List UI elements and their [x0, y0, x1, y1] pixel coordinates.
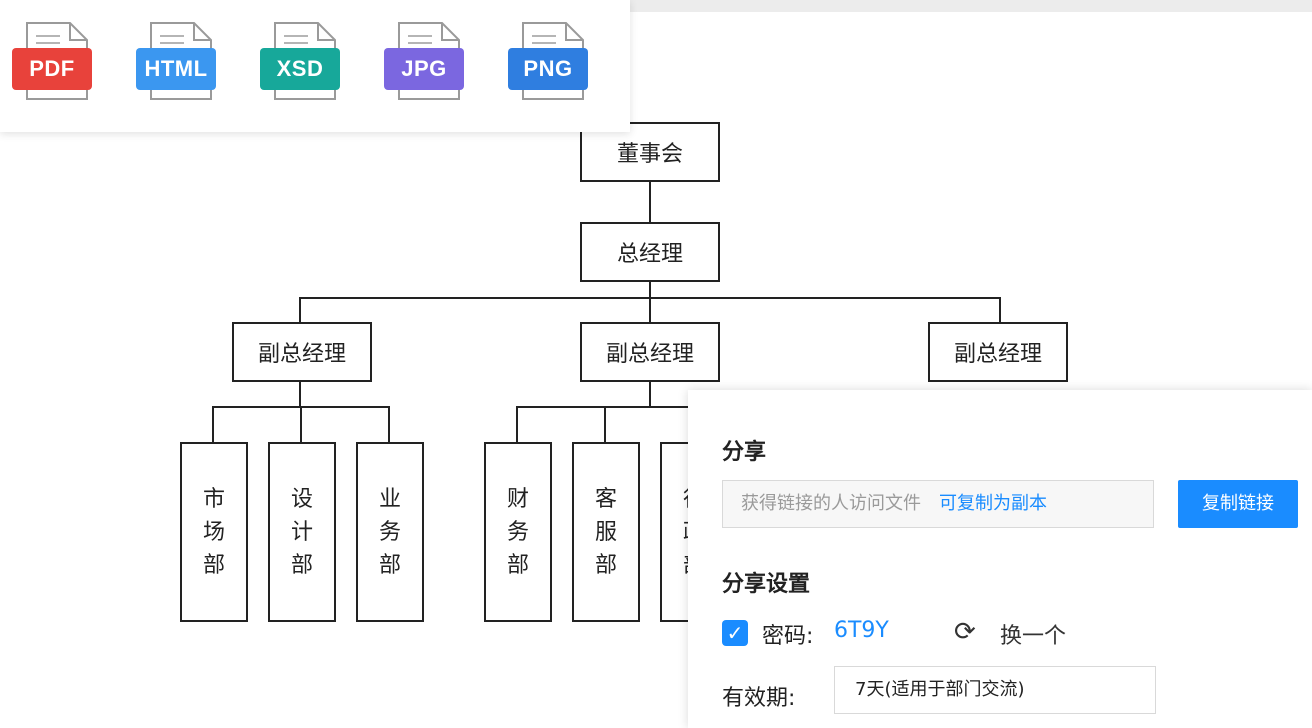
node-vp-right[interactable]: 副总经理 [928, 322, 1068, 382]
dept-char: 财 [506, 486, 529, 512]
jpg-tag: JPG [384, 48, 464, 90]
dept-char: 设 [290, 486, 313, 512]
connector-center-bus [516, 406, 696, 408]
connector-dept-3 [388, 406, 390, 443]
node-vp-left-label: 副总经理 [257, 342, 346, 367]
dept-char: 计 [290, 519, 313, 545]
dept-char: 务 [378, 519, 401, 545]
dept-char: 服 [594, 519, 617, 545]
password-label: 密码: [762, 624, 814, 649]
connector-dept-1 [212, 406, 214, 443]
dept-char: 部 [290, 552, 313, 578]
node-general-manager[interactable]: 总经理 [580, 222, 720, 282]
xsd-tag: XSD [260, 48, 340, 90]
connector-dept-5 [604, 406, 606, 443]
node-gm-label: 总经理 [616, 242, 683, 267]
node-dept-finance[interactable]: 财 务 部 [484, 442, 552, 622]
connector-center-stem [649, 380, 651, 407]
dept-char: 部 [202, 552, 225, 578]
dept-char: 市 [202, 486, 225, 512]
connector-dept-4 [516, 406, 518, 443]
html-tag: HTML [136, 48, 216, 90]
connector-vp-right [999, 297, 1001, 323]
node-board-label: 董事会 [616, 142, 683, 167]
share-panel: 分享 获得链接的人访问文件可复制为副本 复制链接 分享设置 ✓ 密码: 6T9Y… [688, 390, 1312, 728]
validity-label: 有效期: [722, 686, 796, 711]
dept-char: 部 [378, 552, 401, 578]
export-html-button[interactable]: HTML [136, 20, 218, 102]
node-board[interactable]: 董事会 [580, 122, 720, 182]
dept-char: 部 [506, 552, 529, 578]
export-format-toolbar: PDF HTML XSD JPG PNG [0, 0, 630, 132]
export-xsd-button[interactable]: XSD [260, 20, 342, 102]
node-dept-design[interactable]: 设 计 部 [268, 442, 336, 622]
connector-left-stem [299, 380, 301, 407]
node-dept-business[interactable]: 业 务 部 [356, 442, 424, 622]
regenerate-password-button[interactable]: 换一个 [1000, 624, 1067, 649]
dept-char: 业 [378, 486, 401, 512]
share-title: 分享 [722, 440, 767, 465]
node-dept-service[interactable]: 客 服 部 [572, 442, 640, 622]
connector-dept-2 [300, 406, 302, 443]
password-checkbox[interactable]: ✓ [722, 620, 748, 646]
png-tag: PNG [508, 48, 588, 90]
dept-char: 客 [594, 486, 617, 512]
copy-link-button[interactable]: 复制链接 [1178, 480, 1298, 528]
dept-char: 场 [202, 519, 225, 545]
share-settings-title: 分享设置 [722, 572, 811, 597]
password-value: 6T9Y [834, 618, 889, 643]
refresh-icon[interactable]: ⟳ [954, 617, 976, 647]
dept-char: 部 [594, 552, 617, 578]
link-permission-dropdown[interactable]: 可复制为副本 [939, 493, 1047, 514]
export-jpg-button[interactable]: JPG [384, 20, 466, 102]
link-description: 获得链接的人访问文件 [741, 493, 921, 514]
connector-vp-left [299, 297, 301, 323]
node-vp-center[interactable]: 副总经理 [580, 322, 720, 382]
export-pdf-button[interactable]: PDF [12, 20, 94, 102]
node-dept-market[interactable]: 市 场 部 [180, 442, 248, 622]
node-vp-right-label: 副总经理 [953, 342, 1042, 367]
share-link-field[interactable]: 获得链接的人访问文件可复制为副本 [722, 480, 1154, 528]
node-vp-left[interactable]: 副总经理 [232, 322, 372, 382]
connector-gm-bus [649, 280, 651, 298]
dept-char: 务 [506, 519, 529, 545]
connector-vp-center [649, 297, 651, 323]
connector-board-gm [649, 180, 651, 222]
export-png-button[interactable]: PNG [508, 20, 590, 102]
pdf-tag: PDF [12, 48, 92, 90]
validity-select[interactable]: 7天(适用于部门交流) [834, 666, 1156, 714]
node-vp-center-label: 副总经理 [605, 342, 694, 367]
